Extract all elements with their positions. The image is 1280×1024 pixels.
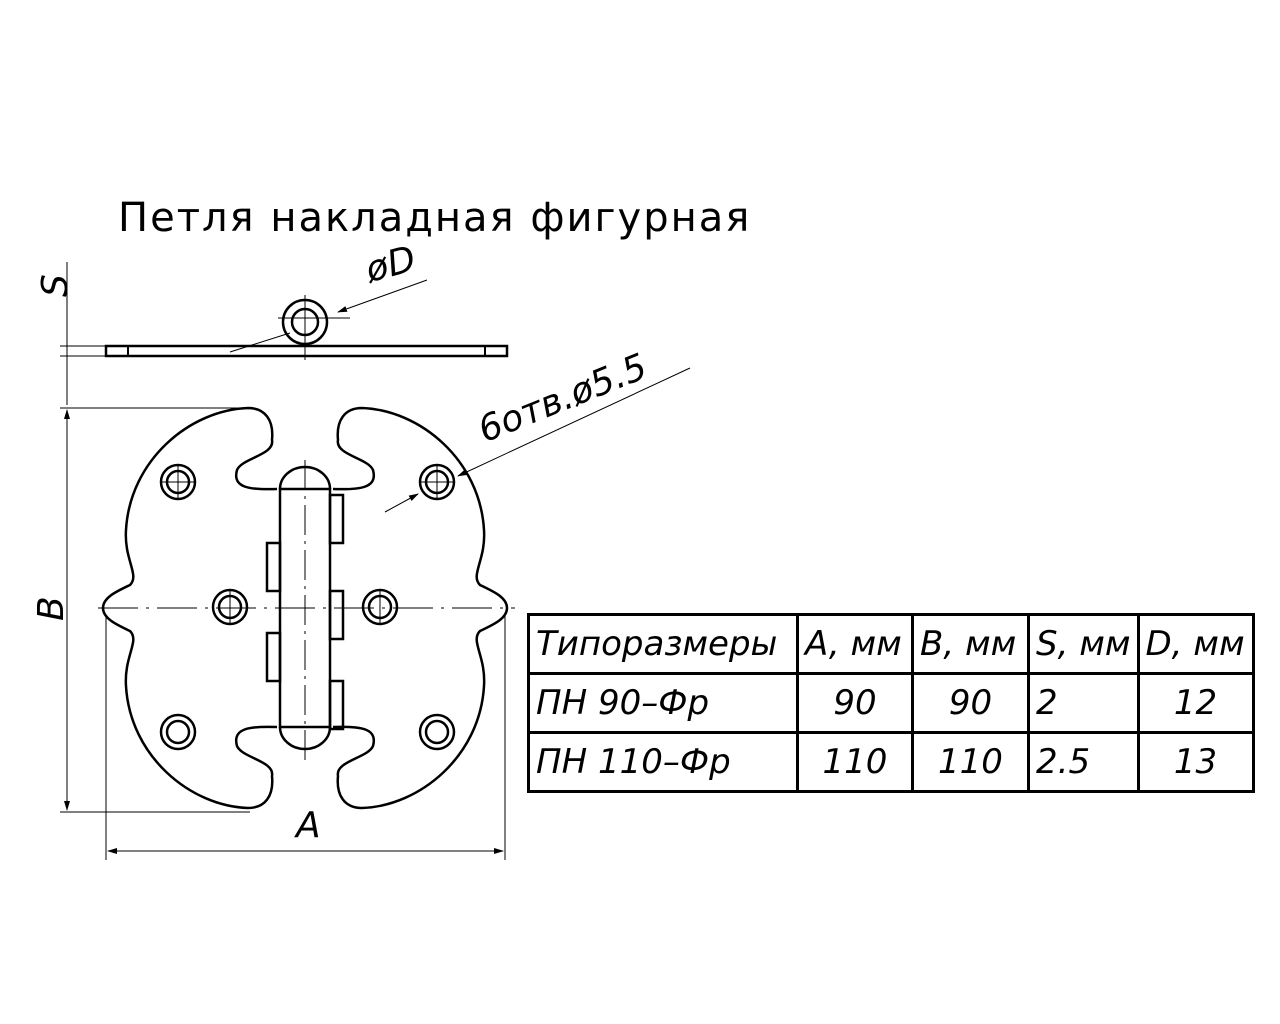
cell-b: 110 — [911, 731, 1030, 793]
hole — [159, 463, 197, 501]
hole — [418, 463, 456, 501]
cell-model: ПН 90–Фр — [527, 672, 799, 734]
cell-d: 13 — [1136, 731, 1255, 793]
s-dimension — [60, 262, 106, 405]
a-dimension — [105, 615, 506, 860]
holes-leader — [384, 367, 691, 513]
cell-b: 90 — [911, 672, 1030, 734]
table-row: ПН 90–Фр 90 90 2 12 — [527, 672, 1255, 734]
side-view — [104, 279, 509, 360]
header-cell: S, мм — [1027, 613, 1140, 675]
mounting-holes — [159, 463, 456, 751]
s-label: S — [35, 274, 76, 297]
cell-d: 12 — [1136, 672, 1255, 734]
hinge-barrel — [265, 460, 345, 760]
drawing-title: Петля накладная фигурная — [118, 195, 752, 241]
cell-s: 2 — [1027, 672, 1140, 734]
cell-a: 110 — [796, 731, 914, 793]
header-cell: Типоразмеры — [527, 613, 799, 675]
hole — [211, 588, 249, 626]
cell-model: ПН 110–Фр — [527, 731, 799, 793]
b-label: B — [31, 596, 72, 621]
b-dimension — [60, 407, 250, 813]
table-header-row: Типоразмеры A, мм B, мм S, мм D, мм — [527, 613, 1255, 675]
table-row: ПН 110–Фр 110 110 2.5 13 — [527, 731, 1255, 793]
hole — [361, 588, 399, 626]
header-cell: B, мм — [911, 613, 1030, 675]
header-cell: A, мм — [796, 613, 914, 675]
a-label: A — [296, 805, 321, 846]
sizes-table: Типоразмеры A, мм B, мм S, мм D, мм ПН 9… — [527, 613, 1255, 793]
cell-a: 90 — [796, 672, 914, 734]
hole — [159, 713, 197, 751]
header-cell: D, мм — [1136, 613, 1255, 675]
cell-s: 2.5 — [1027, 731, 1140, 793]
hole — [418, 713, 456, 751]
